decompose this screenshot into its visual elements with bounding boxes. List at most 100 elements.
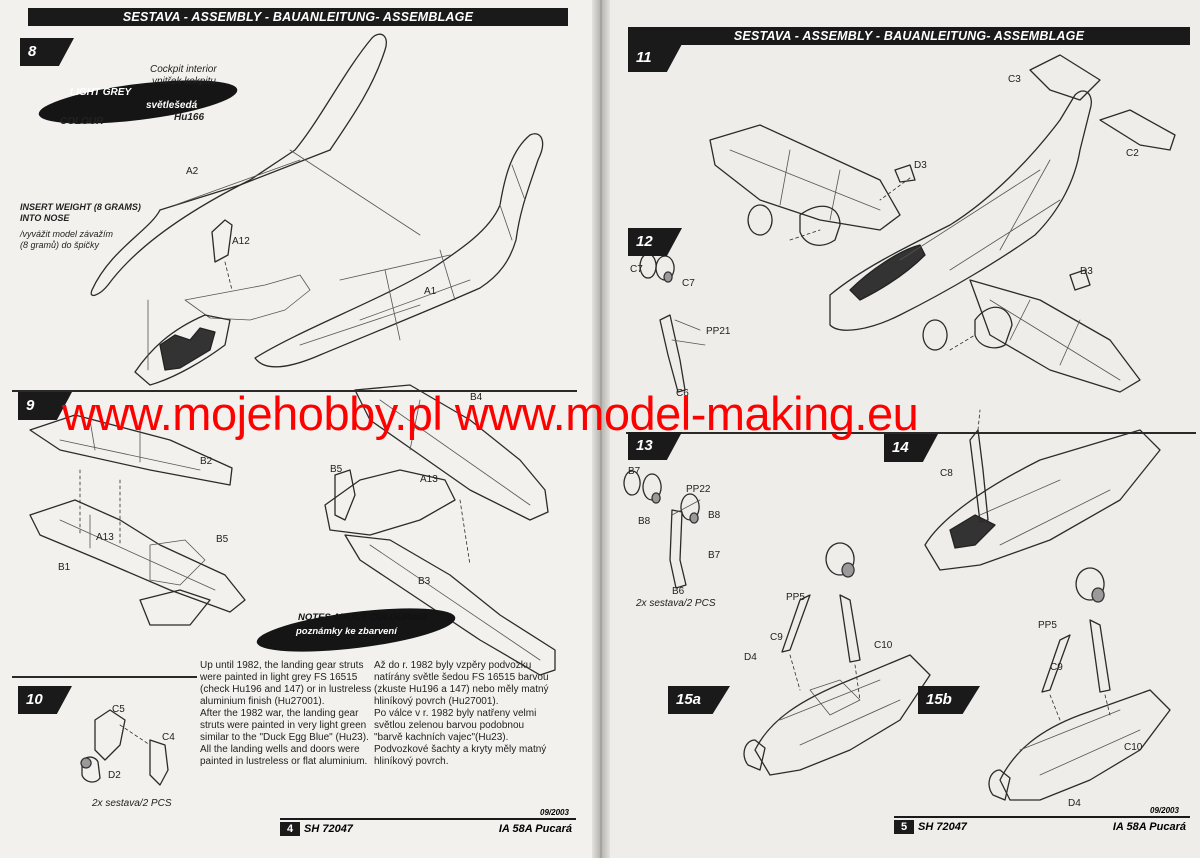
notes-cz-line: světlou zelenou barvou podobnou bbox=[374, 720, 525, 731]
right-kit-code: SH 72047 bbox=[918, 821, 967, 833]
part-b1: B1 bbox=[58, 562, 71, 573]
left-page bbox=[0, 0, 598, 858]
part-b4: B4 bbox=[470, 392, 483, 403]
cockpit-interior-label: Cockpit interior bbox=[150, 64, 217, 75]
part-b5-left: B5 bbox=[216, 534, 229, 545]
left-divider-upper bbox=[12, 390, 577, 392]
colour-badge-label: LIGHT GREY bbox=[70, 87, 132, 98]
page-gutter bbox=[592, 0, 610, 858]
part-c3: C3 bbox=[1008, 74, 1021, 85]
step13-quantity: 2x sestava/2 PCS bbox=[636, 598, 716, 609]
part-c5: C5 bbox=[112, 704, 125, 715]
colour-label: COLOUR bbox=[60, 116, 104, 127]
part-c8: C8 bbox=[940, 468, 953, 479]
part-pp5-b: PP5 bbox=[1038, 620, 1057, 631]
part-a13-left: A13 bbox=[96, 532, 114, 543]
notes-en-line: painted in lustreless or flat aluminium. bbox=[200, 756, 368, 767]
left-header: SESTAVA - ASSEMBLY - BAUANLEITUNG- ASSEM… bbox=[28, 8, 568, 26]
notes-colouring-title: NOTES ABOUT COLOURING bbox=[298, 612, 428, 623]
notes-en-line: (check Hu196 and 147) or in lustreless bbox=[200, 684, 372, 695]
step-15b-badge: 15b bbox=[918, 686, 980, 714]
step11-aircraft-drawing bbox=[709, 54, 1176, 393]
part-c9-a: C9 bbox=[770, 632, 783, 643]
paint-code: Hu166 bbox=[174, 112, 205, 123]
notes-czech: Až do r. 1982 byly vzpěry podvozku natír… bbox=[374, 660, 549, 768]
part-c4: C4 bbox=[162, 732, 175, 743]
part-a1: A1 bbox=[424, 286, 437, 297]
part-d4-a: D4 bbox=[744, 652, 757, 663]
part-b5-right: B5 bbox=[330, 464, 343, 475]
notes-cz-line: Podvozkové šachty a kryty měly matný bbox=[374, 744, 547, 755]
right-divider-middle bbox=[626, 432, 1196, 434]
colour-badge-label-cz: světlešedá bbox=[146, 100, 198, 111]
part-c7-left: C7 bbox=[630, 264, 643, 275]
step8-fuselage-drawing bbox=[90, 33, 544, 386]
notes-cz-line: (zkuste Hu196 a 147) nebo měly matný bbox=[374, 684, 549, 695]
right-page-number: 5 bbox=[894, 820, 914, 834]
part-b8-right: B8 bbox=[708, 510, 721, 521]
part-b7-top: B7 bbox=[628, 466, 641, 477]
part-c9-b: C9 bbox=[1050, 662, 1063, 673]
insert-weight-label-2: INTO NOSE bbox=[20, 213, 70, 223]
notes-cz-line: Až do r. 1982 byly vzpěry podvozku bbox=[374, 660, 532, 671]
notes-en-line: Up until 1982, the landing gear struts bbox=[200, 660, 364, 671]
notes-en-line: After the 1982 war, the landing gear bbox=[200, 708, 359, 719]
insert-weight-cz: /vyvážit model závažím bbox=[20, 229, 114, 239]
watermark-text: www.mojehobby.pl www.model-making.eu bbox=[62, 387, 919, 440]
notes-cz-line: "barvě kachních vajec"(Hu23). bbox=[374, 732, 509, 743]
notes-cz-line: natírány světle šedou FS 16515 barvou bbox=[374, 672, 549, 683]
right-footer: 5 SH 72047 IA 58A Pucará bbox=[894, 816, 1190, 834]
left-divider-lower bbox=[12, 676, 197, 678]
cockpit-interior-label-cz: vnitřek kokpitu bbox=[152, 76, 216, 87]
part-d4-b: D4 bbox=[1068, 798, 1081, 809]
notes-en-line: were painted in light grey FS 16515 bbox=[200, 672, 358, 683]
part-b2: B2 bbox=[200, 456, 213, 467]
part-b7-bottom: B7 bbox=[708, 550, 721, 561]
part-d2: D2 bbox=[108, 770, 121, 781]
part-b3: B3 bbox=[418, 576, 431, 587]
notes-en-line: similar to the "Duck Egg Blue" (Hu23). bbox=[200, 732, 369, 743]
right-date: 09/2003 bbox=[1150, 806, 1179, 815]
part-d3-bottom: D3 bbox=[1080, 266, 1093, 277]
insert-weight-cz-2: (8 gramů) do špičky bbox=[20, 240, 100, 250]
left-footer: 4 SH 72047 IA 58A Pucará bbox=[280, 818, 576, 836]
right-page bbox=[604, 0, 1200, 858]
notes-cz-line: hliníkový povrch (Hu27001). bbox=[374, 696, 499, 707]
step9-wings-drawing bbox=[29, 384, 556, 676]
left-kit-code: SH 72047 bbox=[304, 823, 353, 835]
step15a-drawing bbox=[743, 542, 931, 776]
part-c10-b: C10 bbox=[1124, 742, 1143, 753]
notes-english: Up until 1982, the landing gear struts w… bbox=[200, 660, 371, 768]
notes-cz-line: hliníkový povrch. bbox=[374, 756, 449, 767]
part-pp22: PP22 bbox=[686, 484, 711, 495]
notes-en-line: aluminium finish (Hu27001). bbox=[200, 696, 325, 707]
notes-colouring-title-cz: poznámky ke zbarvení bbox=[296, 626, 397, 637]
left-date: 09/2003 bbox=[540, 808, 569, 817]
step12-gear-drawing bbox=[639, 253, 706, 393]
step10-drawing bbox=[80, 709, 169, 786]
part-a12: A12 bbox=[232, 236, 250, 247]
right-header: SESTAVA - ASSEMBLY - BAUANLEITUNG- ASSEM… bbox=[628, 27, 1190, 45]
part-c10-a: C10 bbox=[874, 640, 893, 651]
part-pp5-a: PP5 bbox=[786, 592, 805, 603]
part-c6: C6 bbox=[676, 388, 689, 399]
insert-weight-label: INSERT WEIGHT (8 GRAMS) bbox=[20, 202, 141, 212]
step10-quantity: 2x sestava/2 PCS bbox=[92, 798, 172, 809]
part-a2: A2 bbox=[186, 166, 199, 177]
notes-cz-line: Po válce v r. 1982 byly natřeny velmi bbox=[374, 708, 537, 719]
step14-nose-drawing bbox=[924, 409, 1161, 571]
part-pp21: PP21 bbox=[706, 326, 731, 337]
notes-en-line: All the landing wells and doors were bbox=[200, 744, 360, 755]
left-model-name: IA 58A Pucará bbox=[498, 823, 572, 835]
right-model-name: IA 58A Pucará bbox=[1112, 821, 1186, 833]
part-a13-right: A13 bbox=[420, 474, 438, 485]
part-b8-left: B8 bbox=[638, 516, 651, 527]
step13-gear-drawing bbox=[623, 470, 701, 589]
part-c2: C2 bbox=[1126, 148, 1139, 159]
part-b6: B6 bbox=[672, 586, 685, 597]
left-page-number: 4 bbox=[280, 822, 300, 836]
notes-en-line: struts were painted in very light green bbox=[200, 720, 367, 731]
step15b-drawing bbox=[988, 567, 1171, 801]
